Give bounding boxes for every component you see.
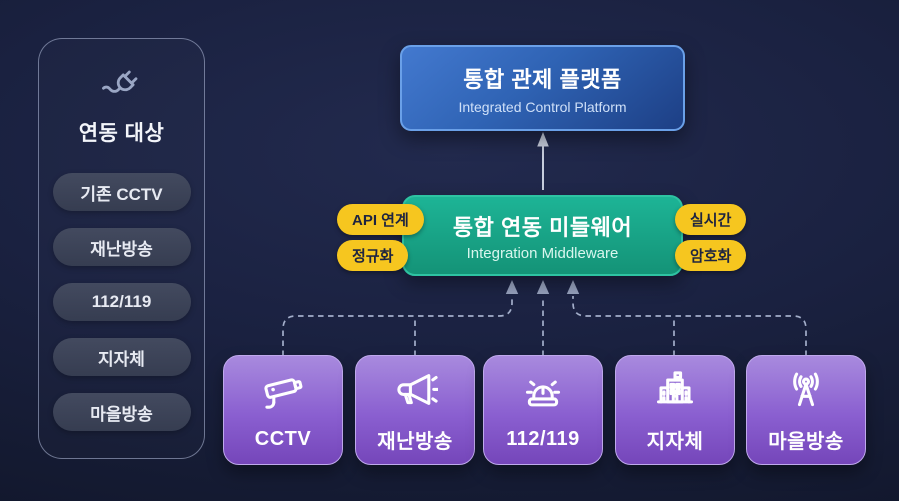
source-card-112-119: 112/119 <box>483 355 603 465</box>
sidebar-item-disaster-broadcast: 재난방송 <box>52 228 191 266</box>
middleware-title: 통합 연동 미들웨어 <box>452 214 633 240</box>
badge-encryption: 암호화 <box>675 240 747 271</box>
source-card-cctv: CCTV <box>223 355 343 465</box>
broadcast-antenna-icon <box>783 367 829 413</box>
platform-title: 통합 관제 플랫폼 <box>463 66 622 92</box>
dashed-arrowhead-right <box>566 280 580 294</box>
sidebar-item-112-119: 112/119 <box>52 283 191 321</box>
sidebar-item-local-government: 지자체 <box>52 338 191 376</box>
sidebar-item-village-broadcast: 마을방송 <box>52 393 191 431</box>
village-broadcast-to-middleware-dashed <box>572 296 807 356</box>
source-card-label: 지자체 <box>646 430 704 453</box>
plug-icon <box>101 65 143 107</box>
sidebar-item-existing-cctv: 기존 CCTV <box>52 173 191 211</box>
source-card-label: 112/119 <box>506 427 580 450</box>
dashed-arrowhead-center <box>536 280 550 294</box>
middleware-to-platform-arrowhead <box>537 132 549 147</box>
sidebar-title: 연동 대상 <box>78 122 165 145</box>
source-card-village-broadcast: 마을방송 <box>746 355 866 465</box>
badge-api-link: API 연계 <box>337 204 424 235</box>
source-card-disaster-broadcast: 재난방송 <box>355 355 475 465</box>
siren-icon <box>520 370 566 416</box>
sidebar-targets-panel: 연동 대상 기존 CCTV 재난방송 112/119 지자체 마을방송 <box>38 38 205 459</box>
badge-realtime: 실시간 <box>675 204 747 235</box>
platform-subtitle: Integrated Control Platform <box>458 98 627 115</box>
dashed-arrowhead-left <box>505 280 519 294</box>
source-card-label: 재난방송 <box>377 430 453 453</box>
megaphone-icon <box>392 367 440 413</box>
middleware-box: 통합 연동 미들웨어 Integration Middleware <box>402 195 683 276</box>
source-card-local-government: 지자체 <box>615 355 735 465</box>
source-card-label: 마을방송 <box>768 430 844 453</box>
source-card-label: CCTV <box>254 427 312 450</box>
cctv-to-middleware-dashed <box>282 296 513 356</box>
platform-box: 통합 관제 플랫폼 Integrated Control Platform <box>400 45 685 131</box>
badge-normalization: 정규화 <box>337 240 409 271</box>
cctv-camera-icon <box>260 370 306 416</box>
middleware-subtitle: Integration Middleware <box>466 244 619 262</box>
government-building-icon <box>652 367 698 413</box>
